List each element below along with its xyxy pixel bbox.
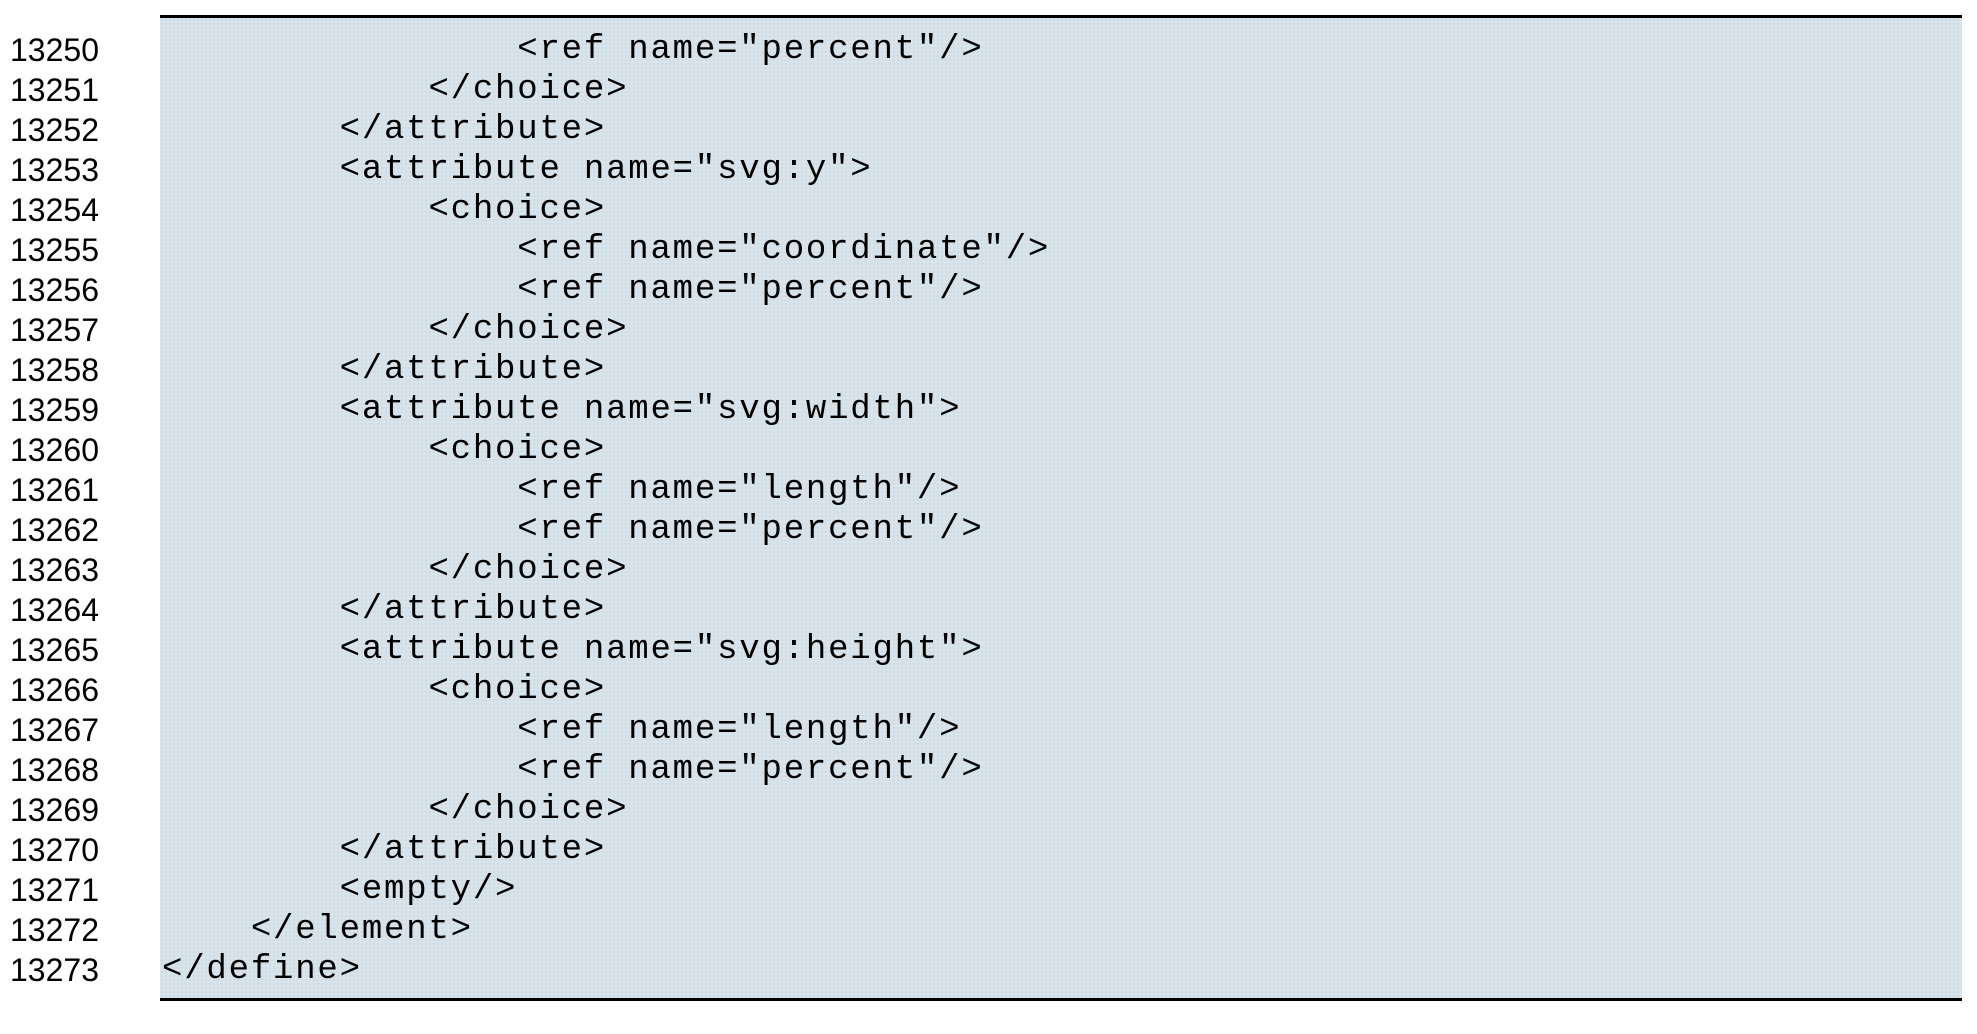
code-line: </choice> [160, 790, 1962, 830]
line-number: 13266 [0, 670, 160, 710]
listing-bottom-rule [160, 990, 1962, 1001]
code-line: </attribute> [160, 110, 1962, 150]
line-number: 13261 [0, 470, 160, 510]
line-number: 13252 [0, 110, 160, 150]
code-line: <attribute name="svg:y"> [160, 150, 1962, 190]
line-number: 13254 [0, 190, 160, 230]
code-line: </attribute> [160, 350, 1962, 390]
code-line: <ref name="length"/> [160, 710, 1962, 750]
line-number: 13258 [0, 350, 160, 390]
line-number: 13253 [0, 150, 160, 190]
code-line: <ref name="coordinate"/> [160, 230, 1962, 270]
listing-top-rule [160, 15, 1962, 30]
code-line: <ref name="percent"/> [160, 270, 1962, 310]
line-number: 13260 [0, 430, 160, 470]
code-line: </choice> [160, 310, 1962, 350]
schema-document-page: 13250 <ref name="percent"/> 13251 </choi… [0, 15, 1977, 1034]
code-line: <attribute name="svg:height"> [160, 630, 1962, 670]
code-line: <ref name="percent"/> [160, 30, 1962, 70]
line-number: 13271 [0, 870, 160, 910]
code-line: <ref name="length"/> [160, 470, 1962, 510]
code-line: <choice> [160, 430, 1962, 470]
line-number: 13250 [0, 30, 160, 70]
line-number: 13265 [0, 630, 160, 670]
code-line: </choice> [160, 70, 1962, 110]
code-line: <empty/> [160, 870, 1962, 910]
line-number: 13264 [0, 590, 160, 630]
code-line: <ref name="percent"/> [160, 750, 1962, 790]
code-line: </choice> [160, 550, 1962, 590]
line-number: 13257 [0, 310, 160, 350]
line-number: 13263 [0, 550, 160, 590]
code-listing: 13250 <ref name="percent"/> 13251 </choi… [0, 15, 1977, 1001]
line-number: 13269 [0, 790, 160, 830]
line-number: 13267 [0, 710, 160, 750]
code-line: </define> [160, 950, 1962, 990]
line-number: 13262 [0, 510, 160, 550]
line-number: 13270 [0, 830, 160, 870]
code-line: <choice> [160, 670, 1962, 710]
line-number: 13272 [0, 910, 160, 950]
code-line: <attribute name="svg:width"> [160, 390, 1962, 430]
line-number: 13268 [0, 750, 160, 790]
line-number: 13256 [0, 270, 160, 310]
line-number: 13259 [0, 390, 160, 430]
code-line: </element> [160, 910, 1962, 950]
line-number: 13273 [0, 950, 160, 990]
code-line: <choice> [160, 190, 1962, 230]
line-number: 13251 [0, 70, 160, 110]
code-line: <ref name="percent"/> [160, 510, 1962, 550]
code-line: </attribute> [160, 590, 1962, 630]
line-number: 13255 [0, 230, 160, 270]
code-line: </attribute> [160, 830, 1962, 870]
